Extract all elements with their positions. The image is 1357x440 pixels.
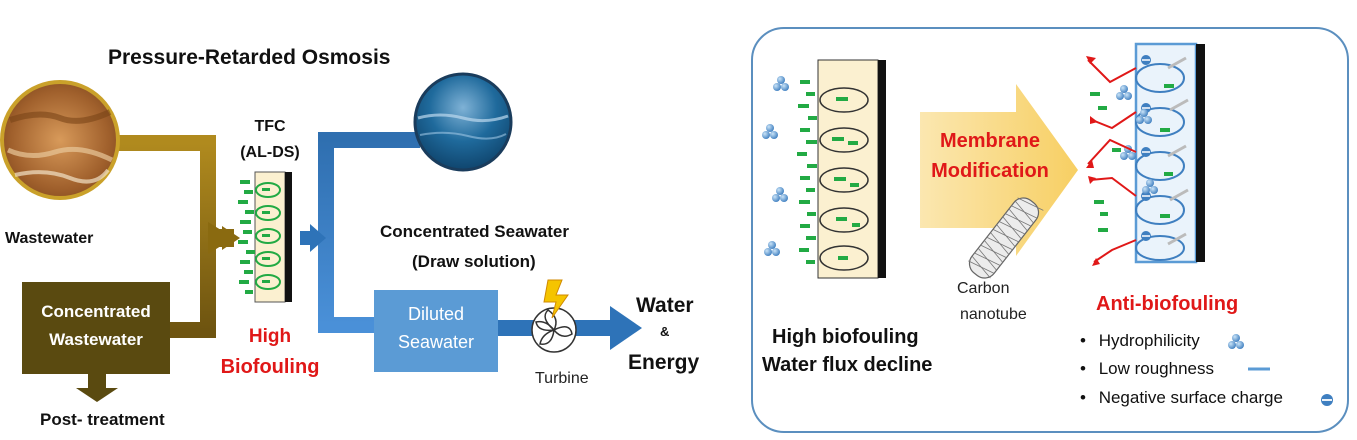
diluted-seawater-label-2: Seawater: [397, 332, 475, 352]
wastewater-label: Wastewater: [5, 230, 94, 247]
turbine-icon: [531, 307, 577, 353]
legend-label: Hydrophilicity: [1098, 331, 1200, 350]
post-treatment-label: Post- treatment: [40, 410, 165, 429]
legend-label: Negative surface charge: [1098, 388, 1283, 407]
legend-bullet: •: [1080, 331, 1086, 350]
ampersand-label: &: [660, 324, 670, 339]
anti-biofouling-label: Anti-biofouling: [1096, 293, 1239, 315]
seawater-image: [413, 72, 513, 172]
energy-label: Energy: [628, 351, 700, 374]
carbon-nanotube-icon: [968, 197, 1044, 279]
water-label: Water: [636, 294, 694, 317]
carbon-nanotube-label-1: Carbon: [957, 280, 1010, 297]
concentrated-wastewater-label-1: Concentrated: [41, 302, 151, 321]
legend-item-hydrophilicity: • Hydrophilicity: [1080, 331, 1200, 351]
diagram-title: Pressure-Retarded Osmosis: [108, 46, 391, 69]
fouled-membrane: [762, 59, 886, 279]
turbine-label: Turbine: [535, 370, 589, 387]
draw-solution-label: (Draw solution): [412, 252, 536, 271]
tfc-label: TFC: [254, 118, 286, 135]
hydrophilic-particles-left: [762, 76, 789, 256]
diluted-seawater-label-1: Diluted: [407, 304, 465, 324]
lightning-icon: [543, 279, 569, 319]
concentrated-seawater-label: Concentrated Seawater: [380, 222, 569, 241]
high-biofouling-label-2: Biofouling: [220, 356, 320, 378]
legend-bullet: •: [1080, 359, 1086, 378]
legend-label: Low roughness: [1098, 359, 1214, 378]
repulsion-arrows: [1087, 59, 1137, 263]
high-biofouling-right-label: High biofouling: [772, 326, 919, 348]
seawater-pipe: [300, 132, 420, 333]
concentrated-wastewater-label-2: Wastewater: [49, 330, 143, 349]
legend-hydrophilicity-icon: [1228, 334, 1244, 349]
tfc-subtitle: (AL-DS): [240, 144, 300, 161]
water-flux-decline-label: Water flux decline: [762, 354, 933, 376]
tfc-membrane: [238, 171, 292, 303]
membrane-modification-label-1: Membrane: [939, 130, 1041, 152]
carbon-nanotube-label-2: nanotube: [960, 306, 1027, 323]
modified-membrane: [1086, 42, 1205, 266]
legend-item-negative-charge: • Negative surface charge: [1080, 388, 1283, 408]
output-arrow-icon: [610, 306, 642, 350]
legend-negative-charge-icon: [1321, 394, 1333, 406]
post-treatment-arrow-icon: [76, 374, 118, 402]
legend-bullet: •: [1080, 388, 1086, 407]
legend-item-low-roughness: • Low roughness: [1080, 359, 1214, 379]
diluted-seawater-box: [374, 290, 498, 372]
membrane-modification-label-2: Modification: [931, 160, 1049, 182]
wastewater-image: [0, 80, 120, 200]
high-biofouling-label-1: High: [248, 326, 292, 347]
negative-charge-icons: [1141, 55, 1151, 241]
concentrated-wastewater-box: [22, 282, 170, 374]
outflow-pipe: [498, 306, 642, 350]
seawater-in-arrow-icon: [310, 224, 326, 252]
